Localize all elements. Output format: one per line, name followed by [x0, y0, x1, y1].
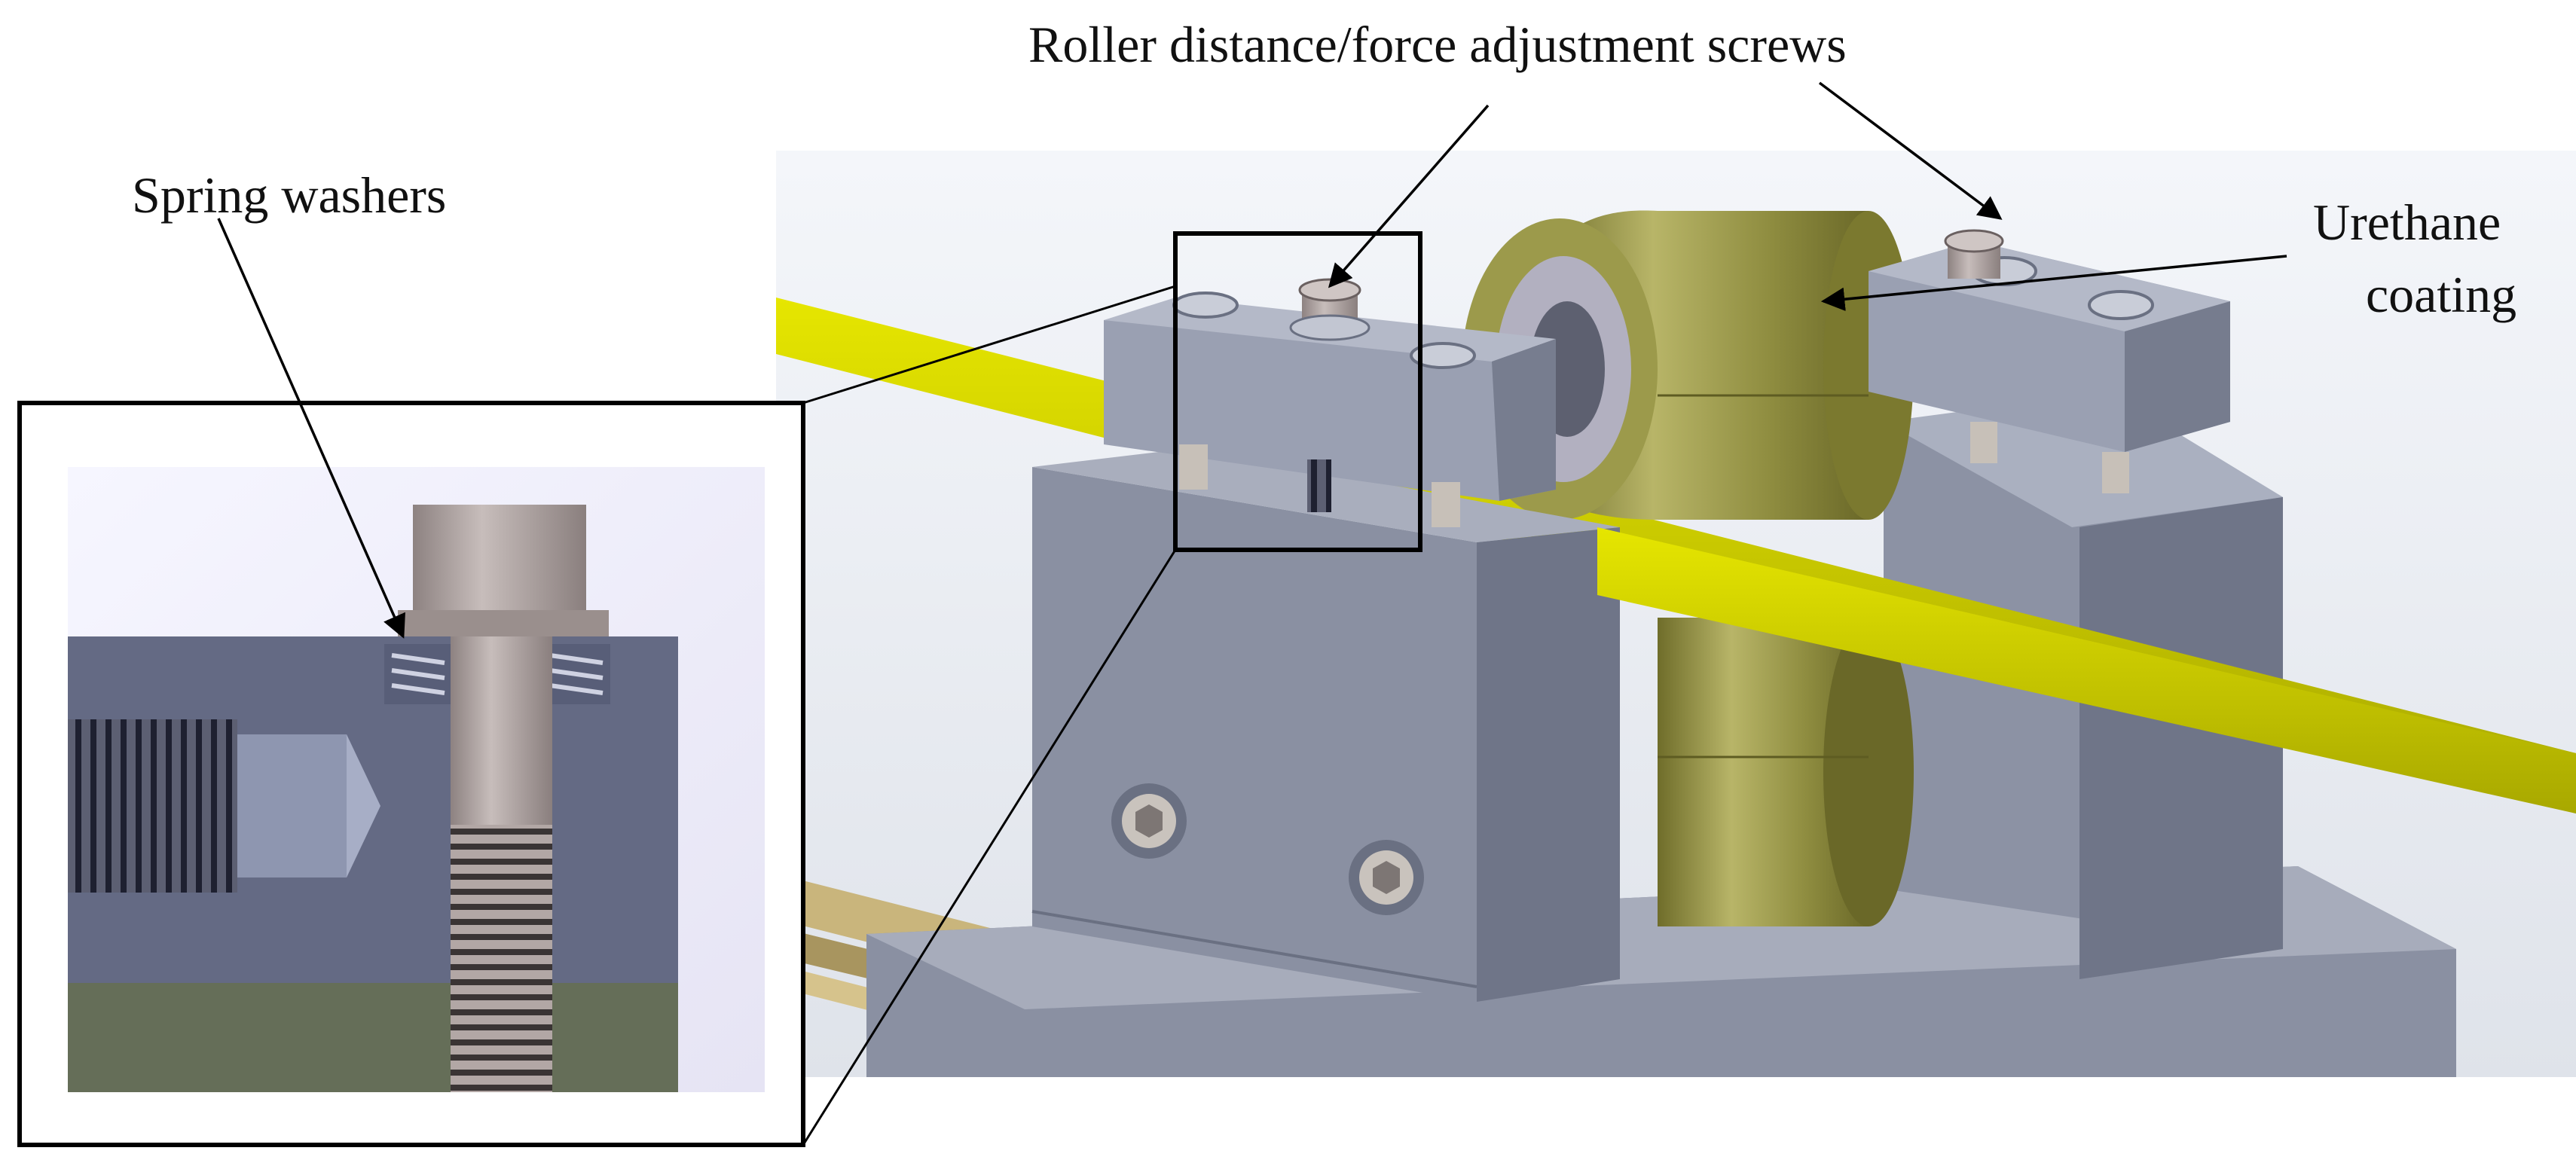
detail-box: [1173, 231, 1422, 552]
inset-spring-washers: [384, 644, 610, 704]
left-arm-plate: [1104, 278, 1556, 527]
cross-section-inset: [17, 401, 805, 1147]
inset-bolt-head: [413, 505, 586, 610]
callouts: [217, 81, 2287, 639]
detail-connector-top: [802, 285, 1176, 404]
urethane-arrow: [1820, 255, 2287, 311]
inset-threaded-stud: [68, 719, 237, 893]
spring-washers-arrow: [217, 218, 405, 639]
lower-roller: [1658, 618, 1914, 926]
adjustment-screw-arrow-left: [1328, 104, 1490, 288]
assembly-render: [776, 151, 2576, 1077]
adjustment-screws-label: Roller distance/force adjustment screws: [1028, 16, 1847, 73]
urethane-label-line1: Urethane: [2313, 194, 2501, 251]
front-support-block: [1031, 448, 1620, 1002]
adjustment-screw-arrow-right: [1818, 81, 2003, 220]
spring-washers-label: Spring washers: [132, 166, 446, 224]
urethane-label-line2: coating: [2366, 266, 2516, 323]
detail-connector-bottom: [802, 549, 1177, 1146]
right-arm-plate: [1869, 229, 2230, 493]
